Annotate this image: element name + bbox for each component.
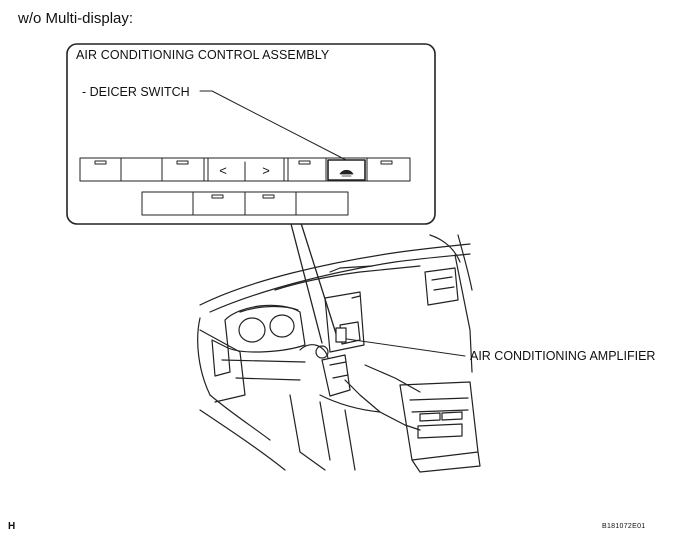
amplifier-label: AIR CONDITIONING AMPLIFIER: [470, 349, 656, 363]
dashboard-illustration: [197, 219, 481, 473]
page-marker: H: [8, 521, 16, 532]
amplifier-unit: [335, 327, 347, 343]
right-arrow-glyph: >: [262, 163, 270, 178]
deicer-leader-line: [199, 90, 347, 161]
control-panel-bottom-row: [141, 191, 349, 216]
amplifier-leader-line: [339, 337, 466, 357]
inset-title: AIR CONDITIONING CONTROL ASSEMBLY: [76, 48, 330, 62]
left-arrow-glyph: <: [219, 163, 227, 178]
deicer-switch-label: - DEICER SWITCH: [82, 85, 190, 99]
deicer-switch-button: [327, 159, 366, 181]
figure-code: B181072E01: [602, 523, 646, 530]
windshield-deicer-icon: [339, 169, 354, 175]
page-heading: w/o Multi-display:: [18, 10, 134, 27]
